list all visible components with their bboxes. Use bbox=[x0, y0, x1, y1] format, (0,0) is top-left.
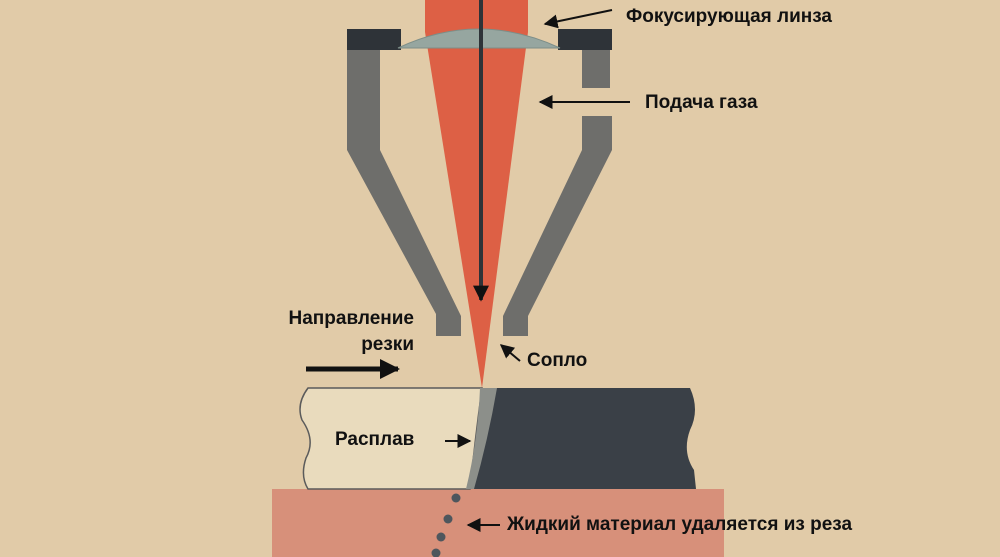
laser-beam-cone bbox=[425, 32, 528, 388]
nozzle-callout-arrow bbox=[499, 344, 521, 362]
base-plate bbox=[272, 489, 724, 557]
laser-beam-column bbox=[425, 0, 528, 32]
droplet bbox=[431, 548, 441, 557]
lens-mount-right bbox=[558, 29, 612, 50]
label-melt: Расплав bbox=[335, 429, 415, 450]
label-focusing-lens: Фокусирующая линза bbox=[626, 6, 833, 27]
nozzle-left-wall bbox=[347, 50, 461, 336]
nozzle-right-wall bbox=[503, 116, 612, 336]
droplet bbox=[436, 532, 446, 542]
label-gas-supply: Подача газа bbox=[645, 92, 758, 113]
melt-front bbox=[466, 388, 497, 489]
droplet bbox=[451, 493, 461, 503]
label-cutting-direction: Направление резки bbox=[288, 308, 414, 355]
lens-callout-arrow bbox=[543, 9, 613, 29]
label-ejected-material: Жидкий материал удаляется из реза bbox=[507, 514, 853, 535]
label-nozzle: Сопло bbox=[527, 350, 588, 371]
nozzle-right-upper bbox=[582, 50, 610, 88]
lens-mount-left bbox=[347, 29, 401, 50]
workpiece-solid bbox=[470, 388, 696, 489]
droplet bbox=[443, 514, 453, 524]
